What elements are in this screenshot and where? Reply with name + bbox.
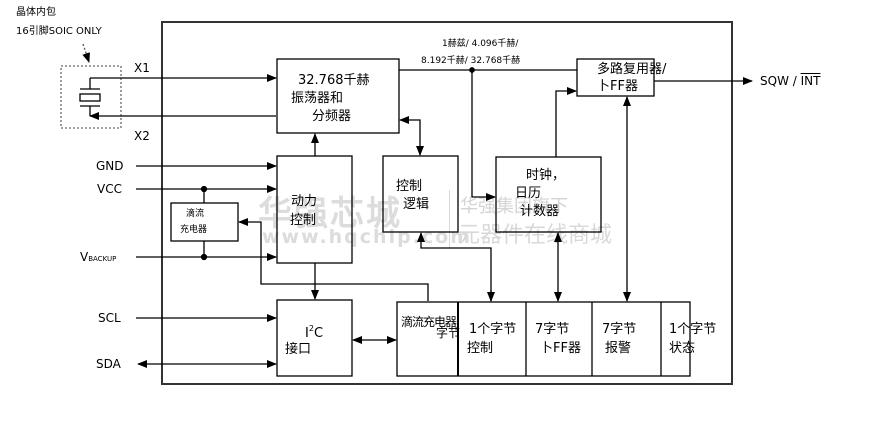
crystal-note-line1: 晶体内包 — [16, 7, 56, 18]
i2c-label-1: I2C — [305, 324, 324, 343]
power-control-label-2: 控制 — [290, 213, 317, 228]
clock-calendar-label-1: 时钟， — [526, 168, 566, 183]
register-timekeeping-line1: 7字节 — [535, 322, 570, 337]
mux-label-2: 卜FF器 — [597, 79, 638, 94]
i2c-label-2: 接口 — [285, 342, 312, 357]
i2c-i: I — [305, 326, 309, 341]
crystal-icon — [79, 78, 101, 116]
trickle-charger-label-1: 滴流 — [186, 209, 205, 219]
pin-sqw: SQW / — [760, 74, 801, 88]
pin-scl-label: SCL — [98, 311, 121, 325]
oscillator-label-2: 振荡器和 — [291, 91, 344, 106]
chip-outline — [161, 21, 733, 385]
pin-sqw-int-label: SQW / INT — [760, 74, 820, 88]
i2c-sup: 2 — [308, 324, 314, 333]
oscillator-box — [276, 58, 400, 134]
osc-ctrl-wire — [399, 116, 424, 156]
oscillator-label-3: 分频器 — [312, 109, 352, 124]
control-logic-label-1: 控制 — [396, 179, 423, 194]
trickle-control-wire — [238, 218, 429, 301]
frequency-label-line2: 8.192千赫/ 32.768千赫 — [421, 56, 521, 66]
register-alarm-line2: 报警 — [605, 341, 632, 356]
ctrl-reg-wire — [417, 232, 492, 301]
register-timekeeping-line2: 卜FF器 — [540, 341, 581, 356]
pin-vbackup-label: VBACKUP — [80, 250, 116, 266]
pin-sda-label: SDA — [96, 357, 121, 371]
clock-to-mux — [555, 87, 577, 157]
control-logic-label-2: 逻辑 — [403, 197, 430, 212]
register-control-line2: 控制 — [467, 341, 494, 356]
frequency-label-line1: 1赫兹/ 4.096千赫/ — [442, 39, 519, 49]
power-control-label-1: 动力 — [291, 194, 318, 209]
register-control-line1: 1个字节 — [469, 322, 517, 337]
register-row — [396, 301, 691, 377]
pin-gnd-label: GND — [96, 159, 124, 173]
pin-vbackup-sub: BACKUP — [88, 255, 117, 263]
pin-int: INT — [800, 74, 821, 88]
mux-label-1: 多路复用器/ — [597, 62, 667, 77]
crystal-note-line2: 16引脚SOIC ONLY — [16, 26, 102, 37]
pin-x2-label: X2 — [134, 129, 150, 143]
register-status-line1: 1个字节 — [669, 322, 717, 337]
pin-x1-label: X1 — [134, 61, 150, 75]
freq-to-clock — [471, 70, 496, 201]
register-trickle-line2: 字节 — [436, 326, 461, 340]
mux-box — [576, 58, 655, 97]
crystal-package-outline — [60, 65, 122, 129]
register-status-line2: 状态 — [669, 341, 696, 356]
oscillator-label-1: 32.768千赫 — [298, 73, 370, 88]
register-alarm-line1: 7字节 — [602, 322, 637, 337]
i2c-c: C — [313, 326, 324, 341]
trickle-charger-label-2: 充电器 — [180, 225, 208, 235]
clock-calendar-box — [495, 156, 602, 233]
clock-calendar-label-3: 计数器 — [520, 204, 560, 219]
register-trickle-line1: 滴流充电器 — [401, 315, 457, 329]
pin-vbackup-main: V — [80, 250, 89, 264]
clock-calendar-label-2: 日历 — [515, 186, 542, 201]
pin-vcc-label: VCC — [97, 182, 122, 196]
note-arrow — [82, 43, 90, 63]
